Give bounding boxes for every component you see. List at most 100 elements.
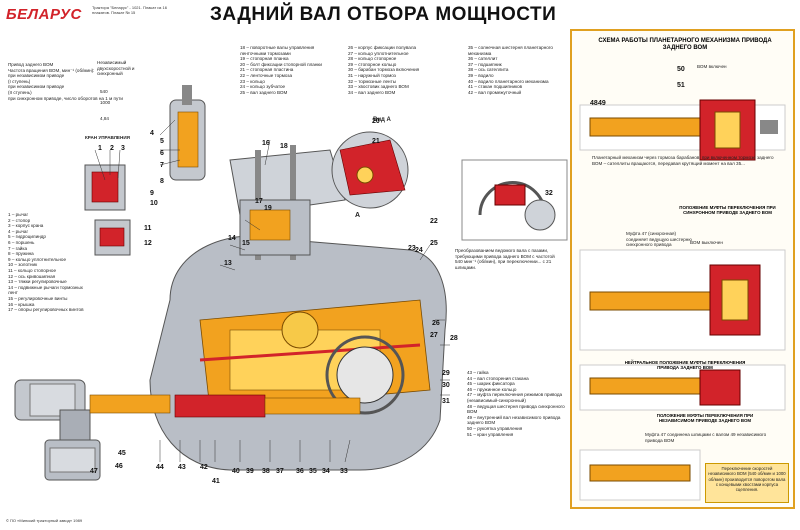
legend-item: 10 – золотник xyxy=(8,262,38,268)
legend-item: 18 – поворотные валы управления ленточны… xyxy=(240,45,315,56)
legend-item: 43 – гайка xyxy=(467,370,489,375)
callout-number: 38 xyxy=(262,468,270,475)
footer-copyright: © ПО «Минский тракторный завод» 1989 xyxy=(6,518,83,523)
legend-item: 17 – опоры регулировочных винтов xyxy=(8,307,84,313)
legend-item: 8 – пружина xyxy=(8,251,34,257)
hint-text: Преобразованием ведомого вала с пазами, … xyxy=(455,248,555,270)
splined-shaft xyxy=(44,439,101,481)
callout-number: 27 xyxy=(430,332,438,339)
legend-item: 32 – тормозные ленты xyxy=(348,78,396,84)
callout-number: 34 xyxy=(322,468,330,475)
leader-lines xyxy=(94,119,450,463)
callout-number: 49 xyxy=(598,100,606,107)
specs-block: Привод заднего ВОМ Частота вращения ВОМ,… xyxy=(8,62,128,101)
legend-item: 36 – сателлит xyxy=(468,56,498,62)
callout-number: 44 xyxy=(156,464,164,471)
legend-item: 39 – водило xyxy=(468,72,494,78)
top-cover xyxy=(229,145,346,260)
callout-number: 32 xyxy=(545,190,553,197)
view-a-arrow-label: А xyxy=(355,212,361,219)
spec-line: (II ступень) xyxy=(8,89,32,95)
legend-item: 28 – кольцо стопорное xyxy=(348,56,397,62)
legend-item: 1 – рычаг xyxy=(8,212,29,217)
callout-number: 16 xyxy=(262,140,270,147)
brand-logo: БЕЛАРУС xyxy=(6,6,82,23)
callout-number: 51 xyxy=(677,82,685,89)
legend-item: 33 – хвостовик заднего ВОМ xyxy=(348,84,409,90)
main-housing xyxy=(149,235,447,471)
legend-item: 9 – кольцо уплотнительное xyxy=(8,256,67,262)
legend-item: 29 – стопорное кольцо xyxy=(348,61,397,67)
callout-number: 20 xyxy=(372,118,380,125)
callout-number: 46 xyxy=(115,463,123,470)
legend-item: 25 – вал заднего ВОМ xyxy=(240,89,288,95)
legend-item: 47 – муфта переключения режимов привода … xyxy=(467,392,563,403)
hydraulic-cylinder xyxy=(169,85,206,181)
legend-item: 45 – шарик фиксатора xyxy=(467,381,515,387)
crane-label: КРАН УПРАВЛЕНИЯ xyxy=(85,135,130,140)
spec-line: при синхронном приводе, число оборотов н… xyxy=(8,95,123,101)
panel-diagram-4 xyxy=(579,449,701,501)
legend-item: 24 – кольцо зубчатое xyxy=(240,84,286,90)
spec-value: 540 xyxy=(100,89,108,94)
legend-item: 20 – болт фиксации стопорной планки xyxy=(240,61,322,67)
legend-item: 14 – подвижные рычаги тормозных лент xyxy=(8,284,83,296)
callout-number: 23 xyxy=(408,245,416,252)
legend-item: 44 – вал стопорения стакана xyxy=(467,375,529,381)
callout-number: 8 xyxy=(160,178,164,185)
legend-item: 21 – стопорная пластина xyxy=(240,67,294,73)
legend-item: 15 – регулировочные винты xyxy=(8,295,68,301)
callout-number: 7 xyxy=(160,162,164,169)
brake-detail xyxy=(461,159,568,241)
legend-item: 16 – крышка xyxy=(8,301,35,307)
callout-number: 6 xyxy=(160,150,164,157)
legend-mid3: 35 – солнечная шестерня планетарного мех… xyxy=(468,45,568,95)
panel-desc-2: Муфта 47 (синхронная) соединяет ведущую … xyxy=(626,231,692,248)
legend-item: 19 – стопорная планка xyxy=(240,56,289,62)
callout-number: 9 xyxy=(150,190,154,197)
callout-number: 10 xyxy=(150,200,158,207)
legend-item: 51 – кран управления xyxy=(467,431,514,437)
panel-label-on: ВОМ включен xyxy=(697,64,727,69)
callout-number: 2 xyxy=(110,145,114,152)
callout-number: 29 xyxy=(442,370,450,377)
legend-item: 42 – вал промежуточный xyxy=(468,89,522,95)
legend-item: 5 – гидроцилиндр xyxy=(8,234,46,240)
panel-pos-2: НЕЙТРАЛЬНОЕ ПОЛОЖЕНИЕ МУФТЫ ПЕРЕКЛЮЧЕНИЯ… xyxy=(624,360,746,371)
legend-item: 48 – ведущая шестерня привода синхронног… xyxy=(467,403,565,415)
panel-diagram-1 xyxy=(579,99,786,161)
legend-item: 35 – солнечная шестерня планетарного мех… xyxy=(468,45,553,56)
panel-label-off: ВОМ выключен xyxy=(690,240,723,245)
legend-item: 26 – корпус фиксации полувала xyxy=(348,45,417,50)
legend-item: 13 – тяжки регулировочные xyxy=(8,279,67,285)
callout-number: 21 xyxy=(372,138,380,145)
callout-number: 17 xyxy=(255,198,263,205)
spec-value: 1000 xyxy=(100,100,111,105)
panel-desc-3: Муфта 47 соединена шлицами с валом 49 не… xyxy=(645,432,767,443)
callout-number: 40 xyxy=(232,468,240,475)
panel-desc-1: Планетарный механизм через тормоза бараб… xyxy=(592,155,774,166)
legend-item: 46 – пружинное кольцо xyxy=(467,386,517,392)
legend-item: 50 – рукоятка управления xyxy=(467,425,523,431)
view-a-detail xyxy=(331,131,409,209)
callout-number: 14 xyxy=(228,235,236,242)
callout-number: 50 xyxy=(677,66,685,73)
legend-item: 7 – гайка xyxy=(8,245,28,251)
callout-number: 12 xyxy=(144,240,152,247)
panel-note: Переключение скоростей независимого ВОМ … xyxy=(705,463,789,503)
spec-line: Привод заднего ВОМ xyxy=(8,62,54,67)
panel-pos-3: ПОЛОЖЕНИЕ МУФТЫ ПЕРЕКЛЮЧЕНИЯ ПРИ НЕЗАВИС… xyxy=(656,413,754,424)
legend-mid: 18 – поворотные валы управления ленточны… xyxy=(240,45,340,95)
callout-number: 31 xyxy=(442,398,450,405)
spec-line: (I ступень) xyxy=(8,78,31,84)
callout-number: 36 xyxy=(296,468,304,475)
callout-number: 30 xyxy=(442,382,450,389)
callout-number: 15 xyxy=(242,240,250,247)
logo-subtitle: Трактора "Беларус" - 1021. Плакат из 16 … xyxy=(92,5,167,15)
callout-number: 19 xyxy=(264,205,272,212)
legend-item: 38 – ось сателлита xyxy=(468,67,509,73)
view-a-label: Вид А xyxy=(373,117,391,123)
legend-item: 30 – барабан тормоза включения xyxy=(348,67,420,73)
